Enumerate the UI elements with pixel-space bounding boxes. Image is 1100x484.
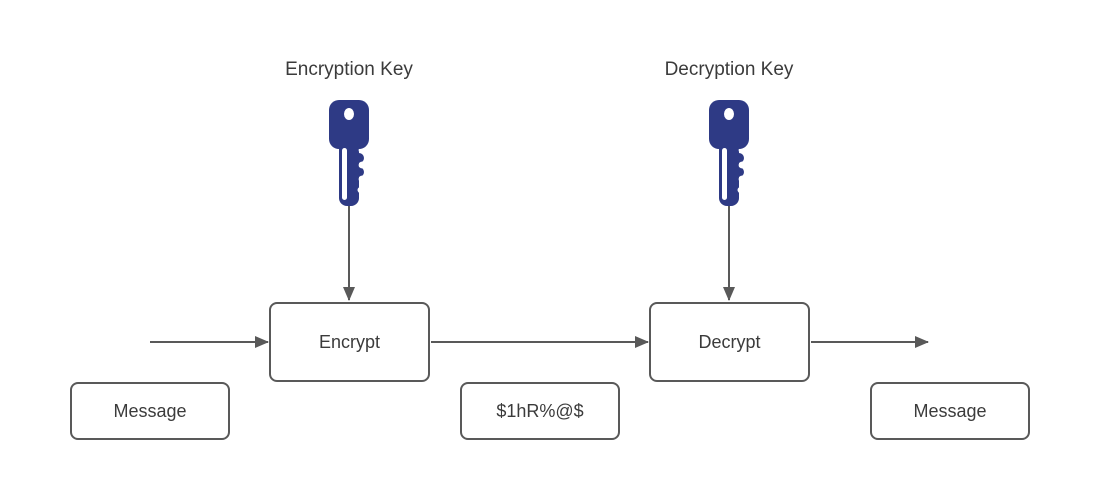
key-icon [329,100,369,206]
key-icon-shape [709,100,749,206]
encryption-key-label: Encryption Key [285,59,413,80]
encrypt-node: Encrypt [269,302,430,382]
key-icon [709,100,749,206]
decryption-key-label: Decryption Key [664,59,794,80]
key-icon-shape [329,100,369,206]
decrypt-node: Decrypt [649,302,810,382]
ciphertext-node: $1hR%@$ [460,382,620,440]
message-output-node: Message [870,382,1030,440]
message-input-node: Message [70,382,230,440]
